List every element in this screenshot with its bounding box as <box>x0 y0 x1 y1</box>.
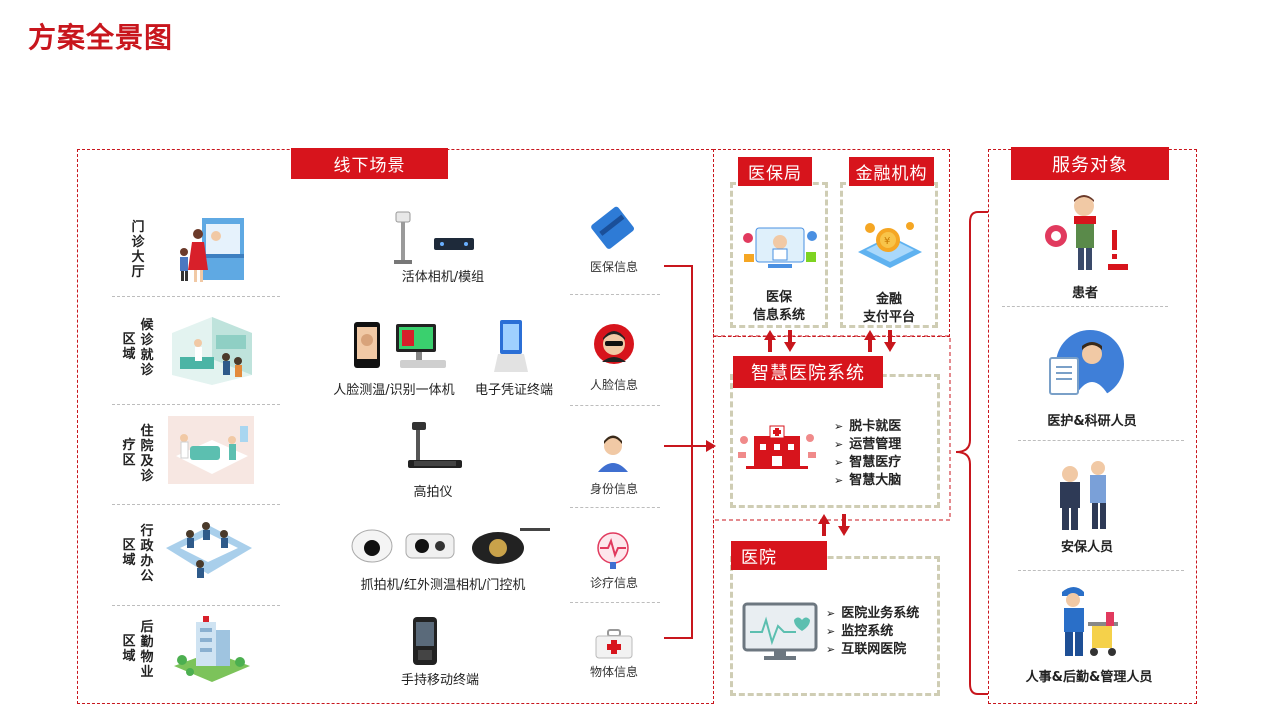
info-caption-object: 物体信息 <box>589 665 638 679</box>
janitor-icon <box>1062 587 1118 656</box>
service-target-patient: 患者 <box>1071 286 1098 301</box>
live-camera-icon <box>394 211 474 264</box>
smart-feature: 智慧大脑 <box>834 472 901 490</box>
info-divider <box>570 405 660 406</box>
device-caption-capture-cameras: 抓拍机/红外测温相机/门控机 <box>360 578 526 593</box>
info-caption-insurance: 医保信息 <box>589 260 638 274</box>
hospital-system-item: 监控系统 <box>826 623 919 641</box>
hospital-systems: 医院业务系统 监控系统 互联网医院 <box>826 605 919 659</box>
face-info-icon <box>594 324 634 364</box>
zone-admin: 区域 行政办公 <box>122 524 158 594</box>
device-caption-document-camera: 高拍仪 <box>413 485 453 500</box>
device-caption-face-temp: 人脸测温/识别一体机 <box>333 383 455 398</box>
device-caption-handheld: 手持移动终端 <box>400 673 479 688</box>
service-divider <box>1002 306 1168 307</box>
hospital-system-item: 互联网医院 <box>826 641 919 659</box>
payment-platform-icon: ¥ <box>858 222 922 268</box>
zone-divider <box>112 605 280 606</box>
service-target-admin-staff: 人事&后勤&管理人员 <box>1025 670 1153 685</box>
page-title: 方案全景图 <box>28 21 174 54</box>
zone-divider <box>112 296 280 297</box>
service-label: 服务对象 <box>1011 147 1169 180</box>
logistics-building-illustration <box>174 616 250 682</box>
zone-inpatient: 疗区 住院及诊 <box>122 424 158 494</box>
smart-system-label: 智慧医院系统 <box>733 356 883 388</box>
finance-label: 金融机构 <box>849 157 934 186</box>
face-temp-terminal-icon <box>354 322 446 368</box>
e-voucher-terminal-icon <box>494 320 528 372</box>
service-divider <box>1018 440 1184 441</box>
zone-inpatient-col1: 疗区 <box>122 438 136 468</box>
hospital-label: 医院 <box>731 541 827 570</box>
device-caption-e-voucher: 电子凭证终端 <box>474 383 553 398</box>
zone-divider <box>112 504 280 505</box>
handheld-terminal-icon <box>413 617 437 665</box>
monitor-icon <box>742 602 818 660</box>
info-divider <box>570 294 660 295</box>
info-caption-medical: 诊疗信息 <box>589 576 638 590</box>
payment-platform-line2: 支付平台 <box>862 310 915 325</box>
svg-text:¥: ¥ <box>884 236 890 247</box>
hospital-panel <box>713 520 714 704</box>
zone-admin-col1: 区域 <box>122 538 136 568</box>
insurance-bureau-label: 医保局 <box>738 157 812 186</box>
zone-divider <box>112 404 280 405</box>
admin-office-illustration <box>166 522 252 578</box>
offline-label: 线下场景 <box>291 148 448 179</box>
info-caption-face: 人脸信息 <box>589 378 638 392</box>
object-info-icon <box>595 629 633 659</box>
outpatient-hall-illustration <box>180 218 244 282</box>
zone-waiting-col2: 候诊就诊 <box>140 318 154 378</box>
hospital-system-item: 医院业务系统 <box>826 605 919 623</box>
document-camera-icon <box>408 422 462 468</box>
insurance-system-icon <box>743 227 817 268</box>
info-caption-identity: 身份信息 <box>589 482 638 496</box>
zone-admin-col2: 行政办公 <box>140 524 154 584</box>
info-divider <box>570 507 660 508</box>
security-guard-icon <box>1060 461 1106 530</box>
hospital-box <box>730 556 940 696</box>
payment-platform-line1: 金融 <box>875 292 902 307</box>
insurance-system-line2: 信息系统 <box>752 308 805 323</box>
service-target-security: 安保人员 <box>1060 540 1113 555</box>
hospital-building-icon <box>738 425 816 469</box>
identity-info-icon <box>598 435 628 472</box>
waiting-area-illustration <box>172 317 252 385</box>
capture-cameras-icon <box>351 528 550 564</box>
upper-systems-panel <box>713 149 950 337</box>
insurance-system-line1: 医保 <box>765 290 792 305</box>
zone-waiting-col1: 区域 <box>122 332 136 362</box>
zone-logistics-col2: 后勤物业 <box>140 620 154 680</box>
zone-logistics-col1: 区域 <box>122 634 136 664</box>
service-divider <box>1018 570 1184 571</box>
patient-icon <box>1045 195 1128 270</box>
smart-system-features: 脱卡就医 运营管理 智慧医疗 智慧大脑 <box>834 418 901 490</box>
smart-feature: 智慧医疗 <box>834 454 901 472</box>
zone-outpatient-label: 门诊大厅 <box>131 220 145 280</box>
inpatient-area-illustration <box>168 416 254 484</box>
service-target-medical-staff: 医护&科研人员 <box>1047 414 1137 429</box>
smart-feature: 脱卡就医 <box>834 418 901 436</box>
smart-feature: 运营管理 <box>834 436 901 454</box>
zone-logistics: 区域 后勤物业 <box>122 620 158 690</box>
info-divider <box>570 602 660 603</box>
zone-outpatient: 门诊大厅 <box>128 220 148 280</box>
device-caption-live-camera: 活体相机/模组 <box>401 270 485 285</box>
medical-insurance-card-icon <box>591 206 635 249</box>
doctor-icon <box>1049 330 1124 398</box>
zone-inpatient-col2: 住院及诊 <box>140 424 154 484</box>
medical-info-icon <box>597 532 629 569</box>
zone-waiting: 区域 候诊就诊 <box>122 318 158 388</box>
